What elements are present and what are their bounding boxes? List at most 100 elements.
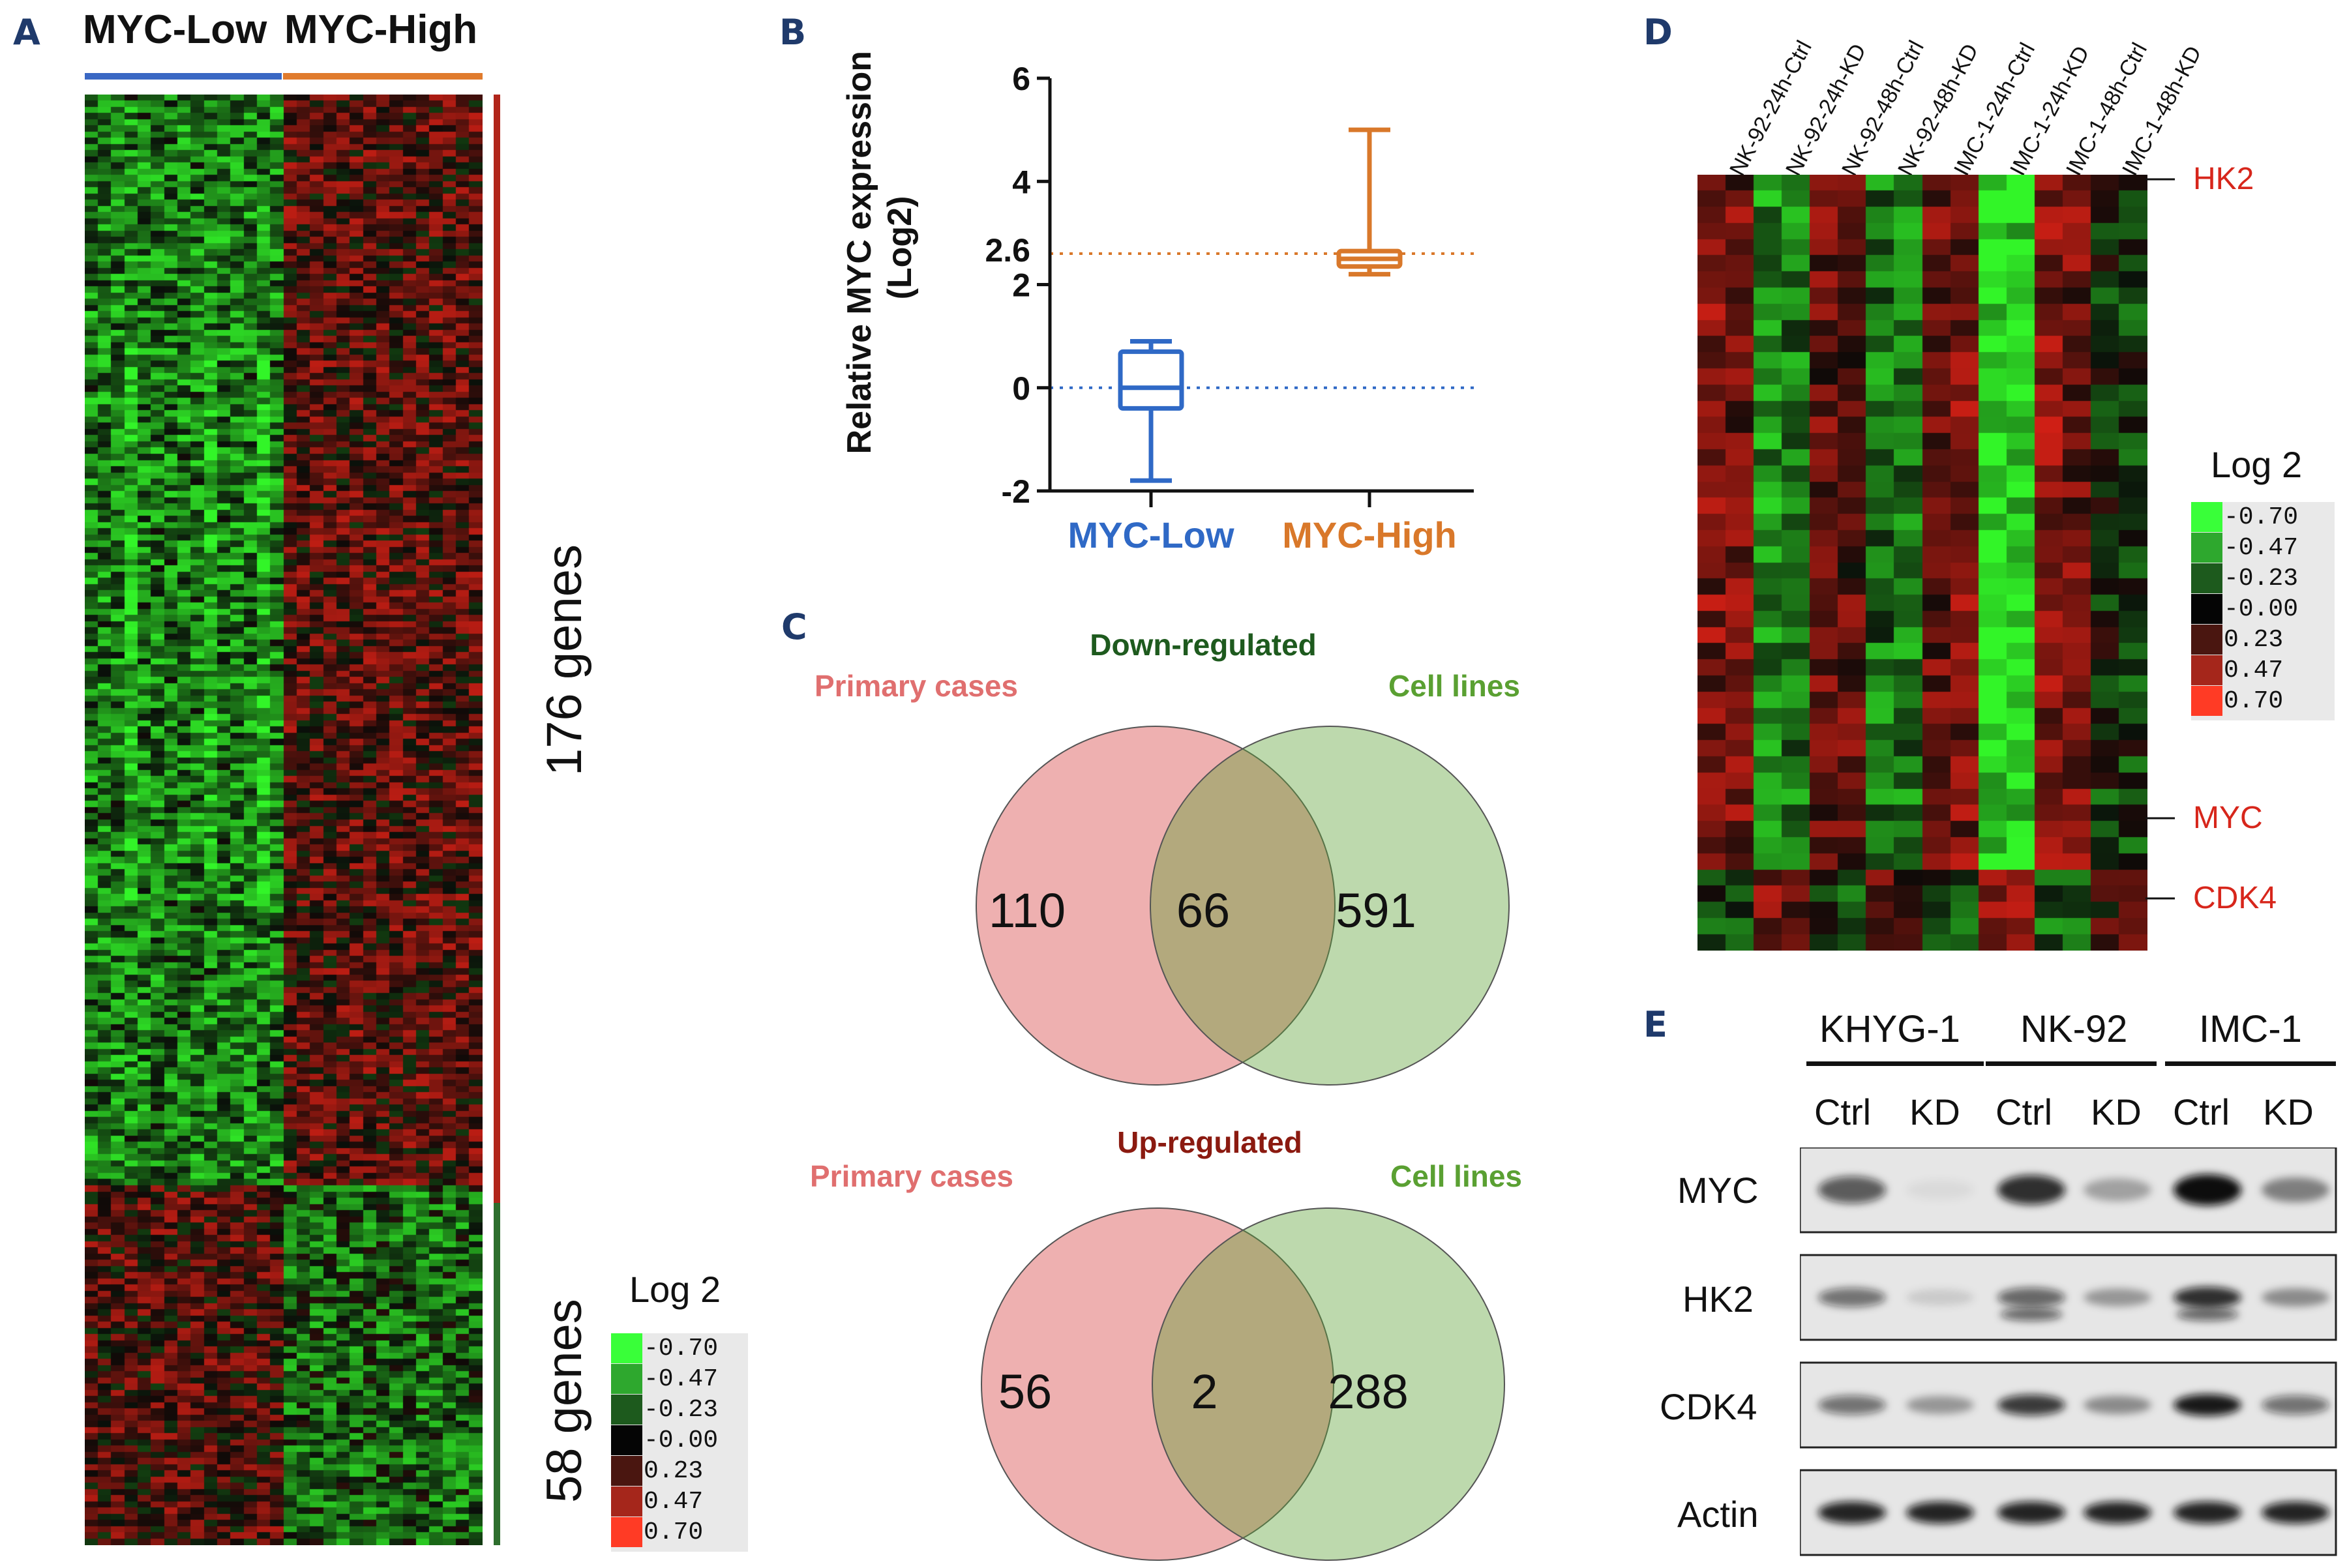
blot-band-lower (2000, 1308, 2063, 1321)
legend-row: -0.47 (611, 1364, 718, 1394)
legend-label: -0.00 (644, 1426, 719, 1455)
protein-label-hk2: HK2 (1682, 1279, 1754, 1320)
blot-band (2084, 1178, 2151, 1202)
venn-down-right-label: Cell lines (1388, 669, 1520, 703)
heatmap-cell-lines (1697, 175, 2147, 951)
venn-up-title: Up-regulated (1117, 1125, 1302, 1159)
legend-row: 0.47 (2191, 655, 2283, 685)
legend-row: 0.70 (2191, 686, 2283, 716)
venn-up-right-count: 288 (1328, 1365, 1408, 1419)
underline-khyg1 (1806, 1061, 1984, 1066)
legend-swatch (611, 1364, 642, 1394)
venn-down-left-count: 110 (989, 883, 1066, 938)
venn-down-both-count: 66 (1176, 883, 1230, 938)
legend-swatch (611, 1517, 642, 1547)
reference-tick-label: 2.6 (985, 232, 1030, 269)
cell-line-nk92: NK-92 (2020, 1008, 2128, 1050)
legend-row: -0.70 (611, 1333, 718, 1363)
y-axis-label: Relative MYC expression (Log2) (841, 42, 919, 454)
group-label-low: MYC-Low (83, 7, 267, 52)
blot-band (2174, 1286, 2241, 1309)
legend-swatch (2191, 655, 2222, 685)
panel-label-c: C (781, 606, 807, 647)
blot-strip-cdk4 (1800, 1361, 2337, 1449)
condition-6: KD (2263, 1091, 2314, 1132)
condition-2: KD (1909, 1091, 1960, 1132)
blot-band (1997, 1288, 2065, 1307)
legend-swatch (2191, 594, 2222, 624)
legend-label: 0.70 (2224, 687, 2284, 715)
legend-swatch (611, 1456, 642, 1486)
legend-row: 0.47 (611, 1487, 703, 1516)
venn-down-primary-circle (976, 726, 1336, 1086)
y-tick-label: 4 (1012, 164, 1030, 200)
legend-label: -0.70 (2224, 503, 2299, 531)
blot-band (2174, 1174, 2241, 1206)
legend-row: -0.00 (2191, 594, 2298, 624)
cluster-label-176: 176 genes (537, 544, 592, 776)
group-bar-low (85, 73, 282, 80)
box-low-body (1118, 349, 1184, 411)
condition-1: Ctrl (1814, 1091, 1872, 1132)
venn-down-cells-circle (1150, 726, 1510, 1086)
blot-band (1906, 1396, 1974, 1414)
blot-band (1997, 1501, 2065, 1524)
legend-label: -0.47 (644, 1365, 719, 1393)
category-label-high: MYC-High (1282, 514, 1457, 555)
legend-label: -0.70 (644, 1334, 719, 1363)
gene-label-hk2: HK2 (2193, 162, 2254, 196)
underline-nk92 (1986, 1061, 2157, 1066)
legend-label: 0.23 (644, 1457, 704, 1485)
protein-label-myc: MYC (1677, 1170, 1759, 1211)
venn-up-left-count: 56 (998, 1365, 1052, 1419)
legend-swatch (611, 1395, 642, 1425)
blot-band (1997, 1395, 2065, 1415)
legend-title-d: Log 2 (2211, 444, 2303, 485)
cell-line-khyg1: KHYG-1 (1819, 1008, 1960, 1050)
panel-label-d: D (1643, 12, 1673, 53)
legend-label: 0.47 (2224, 656, 2284, 685)
legend-row: 0.23 (611, 1456, 703, 1486)
blot-band (2262, 1395, 2329, 1415)
venn-up-left-label: Primary cases (810, 1159, 1013, 1193)
box-plot-myc: Relative MYC expression (Log2) -2 0 2 4 6 2.6… (841, 42, 1474, 555)
venn-down-right-count: 591 (1336, 883, 1416, 938)
category-label-low: MYC-Low (1068, 514, 1234, 555)
y-tick-label: -2 (1002, 473, 1030, 510)
blot-band (2174, 1394, 2241, 1416)
heatmap-primary-cases (85, 95, 483, 1545)
condition-3: Ctrl (1996, 1091, 2053, 1132)
cluster-bar-down (494, 95, 500, 1203)
panel-label-e: E (1643, 1004, 1667, 1045)
blot-band (1906, 1289, 1974, 1306)
venn-up-both-count: 2 (1191, 1365, 1218, 1419)
legend-swatch (2191, 502, 2222, 532)
legend-swatch (2191, 625, 2222, 655)
blot-band (1906, 1179, 1974, 1200)
blot-band (2084, 1396, 2151, 1414)
y-axis-label-line2: (Log2) (881, 196, 919, 300)
legend-swatch (2191, 686, 2222, 716)
blot-band (2262, 1177, 2329, 1203)
legend-label: -0.23 (2224, 564, 2299, 593)
y-tick-label: 0 (1012, 370, 1030, 407)
venn-down-title: Down-regulated (1090, 628, 1317, 662)
legend-label: 0.70 (644, 1518, 704, 1546)
y-tick-label: 2 (1012, 267, 1030, 304)
underline-imc1 (2165, 1061, 2336, 1066)
gene-label-cdk4: CDK4 (2193, 881, 2277, 915)
legend-row: -0.47 (2191, 533, 2298, 563)
blot-band (1818, 1288, 1886, 1307)
blot-strip-hk2 (1800, 1254, 2337, 1341)
condition-4: KD (2091, 1091, 2142, 1132)
gene-label-myc: MYC (2193, 801, 2263, 835)
y-tick-label: 6 (1012, 61, 1030, 97)
legend-swatch (2191, 563, 2222, 593)
legend-row: 0.23 (2191, 625, 2283, 655)
gene-marker-lines (2145, 178, 2175, 900)
cell-line-imc1: IMC-1 (2199, 1008, 2302, 1050)
cluster-bar-up (494, 1203, 500, 1545)
legend-title-a: Log 2 (629, 1269, 721, 1310)
